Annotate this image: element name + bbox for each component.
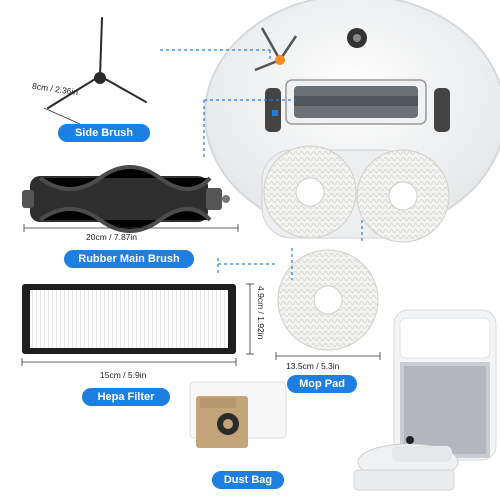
mop-pad-label: Mop Pad: [287, 375, 357, 393]
hepa-filter-label: Hepa Filter: [82, 388, 170, 406]
filter-width-dimension: 15cm / 5.9in: [100, 370, 147, 380]
mop-pad-dimension: 13.5cm / 5.3in: [286, 361, 340, 371]
filter-height-dimension: 4.9cm / 1.92in: [256, 286, 266, 340]
rubber-main-brush-label: Rubber Main Brush: [64, 250, 194, 268]
main-brush-dimension: 20cm / 7.87in: [86, 232, 138, 242]
side-brush-label: Side Brush: [58, 124, 150, 142]
dust-bag-label: Dust Bag: [212, 471, 284, 489]
